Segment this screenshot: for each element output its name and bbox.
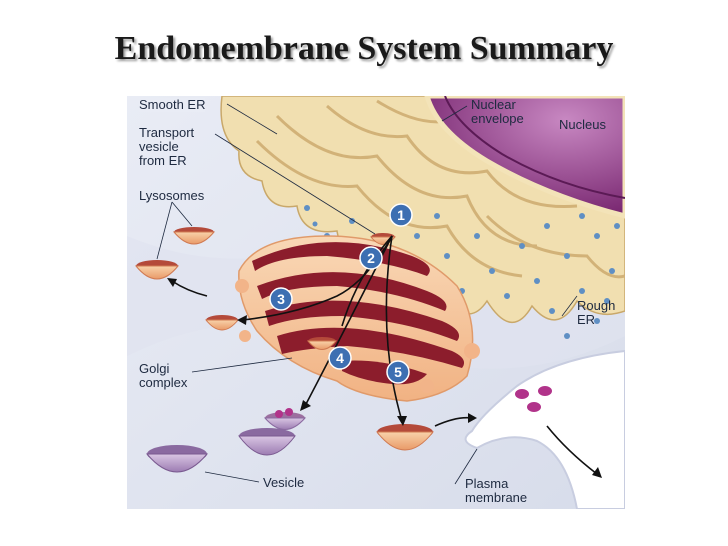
leader-lines	[156, 103, 578, 485]
step-marker-1: 1	[389, 203, 413, 227]
arrow-heads	[167, 278, 602, 478]
vesicle-bottom	[145, 445, 209, 473]
secreted-molecules	[515, 386, 552, 412]
plasma-membrane-shape	[464, 349, 625, 509]
secretory-vesicle	[375, 424, 435, 451]
svg-text:2: 2	[367, 250, 375, 266]
label-golgi-complex: Golgi complex	[139, 361, 188, 390]
lysosome-3	[204, 315, 240, 331]
purple-vesicle-open	[238, 428, 296, 456]
purple-vesicle-small	[263, 408, 307, 430]
step-markers: 1 2 3 4 5	[269, 203, 413, 384]
label-lysosomes: Lysosomes	[139, 188, 205, 203]
svg-text:5: 5	[394, 364, 402, 380]
label-plasma-membrane: Plasma membrane	[465, 476, 528, 505]
step-marker-2: 2	[359, 246, 383, 270]
golgi-vesicle	[306, 337, 338, 350]
page-title: Endomembrane System Summary	[114, 30, 614, 67]
diagram-illustration: 1 2 3 4 5	[127, 96, 625, 509]
nuclear-envelope-line	[444, 96, 625, 199]
step-marker-4: 4	[328, 346, 352, 370]
label-nuclear-envelope: Nuclear envelope	[471, 97, 524, 126]
step-marker-5: 5	[386, 360, 410, 384]
golgi-complex	[235, 235, 480, 402]
lysosome-1	[172, 227, 216, 245]
lysosome-2	[134, 260, 180, 280]
label-vesicle: Vesicle	[263, 475, 305, 490]
svg-text:1: 1	[397, 207, 405, 223]
label-nucleus: Nucleus	[559, 117, 606, 132]
svg-text:4: 4	[336, 350, 344, 366]
endomembrane-diagram: 1 2 3 4 5 Smooth ER Transport vesicle fr…	[127, 96, 625, 509]
svg-text:3: 3	[277, 291, 285, 307]
step-marker-3: 3	[269, 287, 293, 311]
label-transport-vesicle: Transport vesicle from ER	[139, 125, 195, 168]
label-smooth-er: Smooth ER	[139, 97, 206, 112]
label-rough-er: Rough ER	[577, 298, 616, 327]
